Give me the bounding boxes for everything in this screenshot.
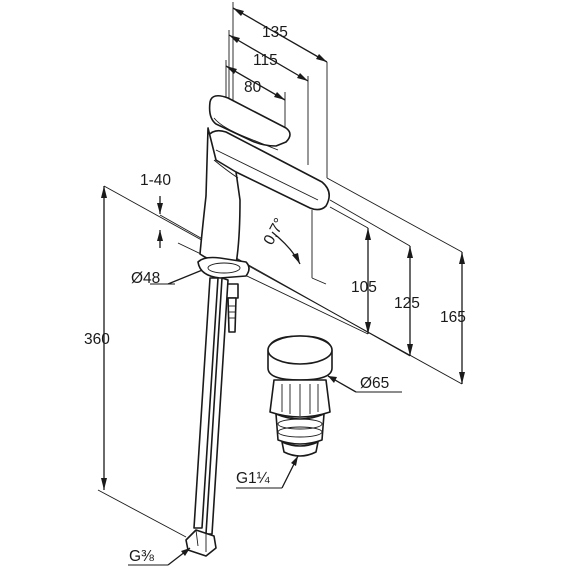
label-1-40: 1-40 [140,172,171,189]
label-165: 165 [440,309,466,326]
drain-valve [267,335,333,457]
dimension-105 [365,228,371,334]
label-diameter-65: Ø65 [360,375,389,392]
label-diameter-48: Ø48 [131,270,160,287]
label-105: 105 [351,279,377,296]
label-115: 115 [253,52,278,69]
dimension-360 [97,186,187,538]
supply-hose-right [205,277,229,535]
drain-thread [281,441,319,457]
dimension-1-40 [157,196,163,248]
dimension-80 [225,60,286,130]
label-80: 80 [244,79,262,96]
supply-hose-left [193,277,219,529]
dimension-125 [407,246,413,356]
label-125: 125 [394,295,420,312]
dimension-135 [232,2,328,178]
dimension-thread-g114 [236,455,299,489]
dimension-diameter-65 [327,375,402,393]
drain-cap-top [267,335,333,365]
label-thread-g38: G⅜ [129,548,154,565]
dimension-angle [271,210,327,285]
dimension-115 [228,30,309,165]
lever-handle [208,94,291,147]
label-135: 135 [262,24,288,41]
label-thread-g114: G1¼ [236,470,271,487]
base-ring [197,256,250,279]
mounting-rod [227,297,237,333]
label-360: 360 [84,331,110,348]
spout [207,129,330,211]
dimension-thread-g38 [128,547,191,566]
faucet-body [185,94,330,557]
dimension-165 [459,252,465,384]
